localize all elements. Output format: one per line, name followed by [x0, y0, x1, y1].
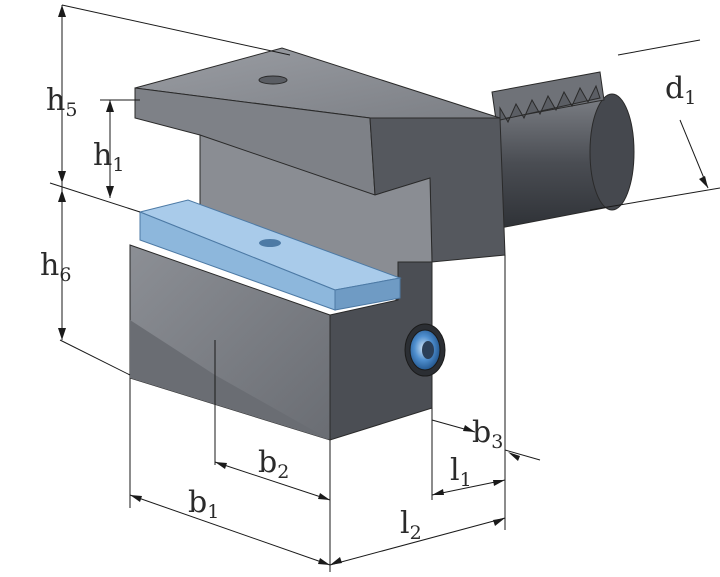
clamp-screw: [404, 323, 446, 377]
dimension-labels: h5 h1 h6 d1 b3 b2 l1 b1 l2: [40, 71, 696, 544]
serrations: [491, 71, 605, 124]
label-b3: b3: [472, 415, 503, 453]
label-l1: l1: [450, 453, 472, 491]
shank: [489, 71, 635, 229]
label-h5: h5: [46, 83, 77, 121]
lower-block: [129, 244, 446, 441]
label-b1: b1: [188, 485, 219, 523]
upper-block: [134, 47, 506, 301]
label-d1: d1: [665, 71, 696, 109]
dimension-lines: [49, 4, 720, 572]
label-b2: b2: [258, 445, 289, 483]
label-l2: l2: [400, 506, 422, 544]
insert-plate: [138, 199, 402, 311]
label-h6: h6: [40, 248, 71, 286]
label-h1: h1: [93, 138, 124, 176]
